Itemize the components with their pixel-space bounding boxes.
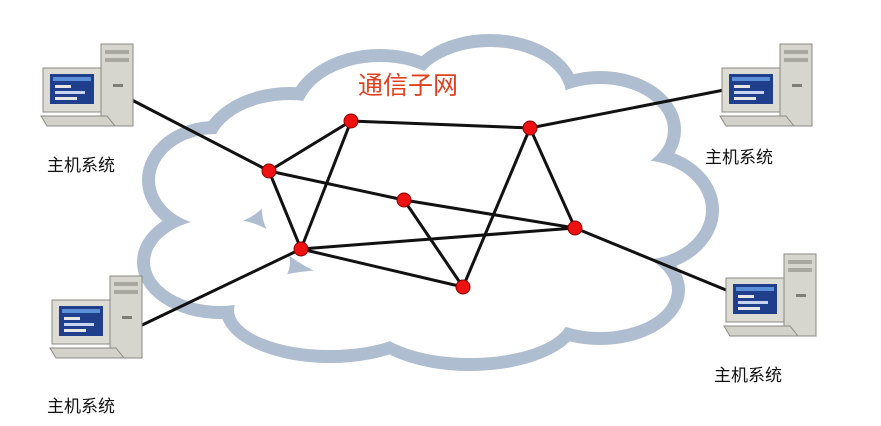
link-n1-n2 [268,119,352,173]
link-n1-n6 [268,169,405,202]
host-label-top-left: 主机系统 [47,156,115,176]
host-link-host-top-left [129,97,270,173]
cloud-shape [137,34,719,371]
link-n4-n7 [461,127,532,288]
link-n3-n5 [300,226,576,251]
switch-node-n5 [567,220,583,236]
computer-icon [723,253,817,337]
links [129,88,727,329]
host-label-bottom-right: 主机系统 [714,366,782,386]
subnet-title: 通信子网 [358,71,459,100]
link-n1-n3 [267,170,303,250]
host-link-host-top-right [529,88,725,130]
link-n4-n5 [528,127,577,229]
link-n6-n7 [402,199,465,288]
link-n5-n6 [403,198,576,230]
switch-node-n4 [522,120,538,136]
host-label-top-right: 主机系统 [705,148,773,168]
switch-node-n1 [261,163,277,179]
computer-icon [40,43,134,127]
switch-node-n3 [293,241,309,257]
computer-icon [719,43,813,127]
host-link-host-bottom-left [137,247,302,329]
host-label-bottom-left: 主机系统 [47,397,115,417]
switch-node-n7 [455,279,471,295]
computer-icon [49,275,143,359]
switch-node-n6 [396,192,412,208]
switch-node-n2 [343,113,359,129]
link-n2-n4 [350,119,531,130]
link-n3-n7 [300,247,464,289]
nodes [261,113,583,295]
link-n2-n3 [299,120,353,250]
host-link-host-bottom-right [574,226,727,292]
